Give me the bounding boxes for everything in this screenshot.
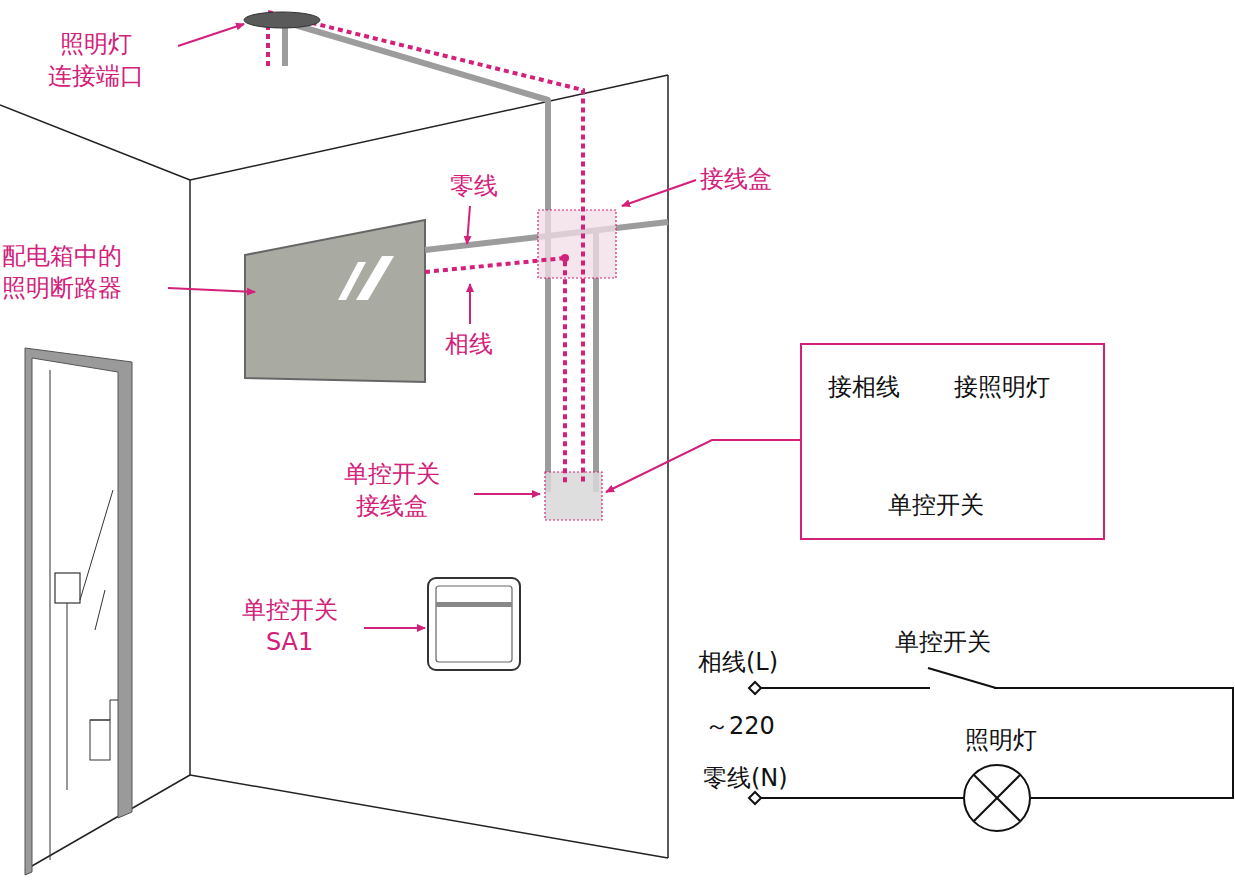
inset-box: 接相线 接照明灯单控开关 xyxy=(800,343,1105,540)
wall-switch xyxy=(428,578,520,670)
terminal-label: 零线(N) xyxy=(703,762,788,794)
distribution-box xyxy=(245,220,425,382)
component-label: 单控开关 xyxy=(895,626,991,658)
callout-label: 照明灯 连接端口 xyxy=(44,28,147,92)
component-label: 照明灯 xyxy=(965,724,1037,756)
junction-box xyxy=(538,210,616,278)
conduit xyxy=(285,22,668,492)
door xyxy=(25,348,132,875)
switch-box xyxy=(545,472,602,520)
lamp-port xyxy=(244,12,320,28)
callout-label: 接线盒 xyxy=(700,163,772,195)
pin-label: 单控开关 xyxy=(888,489,984,521)
callout-label: 单控开关 SA1 xyxy=(238,594,341,658)
callout-label: 配电箱中的 照明断路器 xyxy=(2,240,127,304)
callout-label: 单控开关 接线盒 xyxy=(340,458,443,522)
voltage-label: ～220 xyxy=(705,710,775,742)
wire-label: 相线 xyxy=(445,328,493,360)
terminal-label: 相线(L) xyxy=(698,646,778,678)
wire-label: 零线 xyxy=(450,170,498,202)
pin-label: 接相线 xyxy=(828,371,900,403)
pin-label: 接照明灯 xyxy=(954,371,1050,403)
wire-joint xyxy=(561,254,569,262)
circuit-schematic xyxy=(749,668,1233,831)
room-walls xyxy=(0,75,668,870)
leader-arrow xyxy=(168,24,800,628)
wire xyxy=(268,12,583,484)
